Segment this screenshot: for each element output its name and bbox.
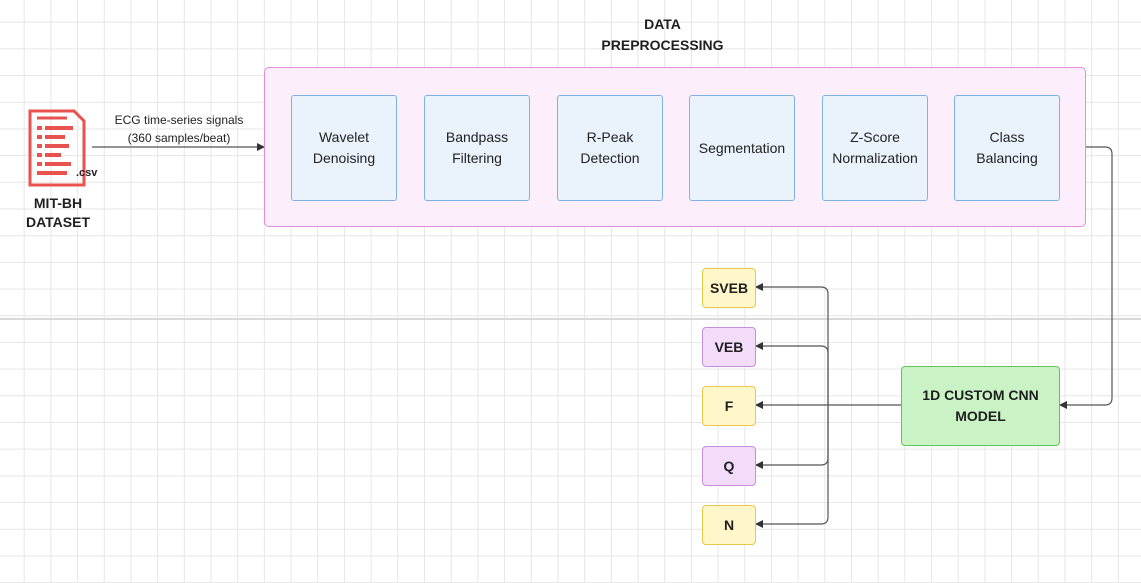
step-class-balancing[interactable]: Class Balancing [954, 95, 1060, 201]
document-icon[interactable] [27, 108, 87, 188]
preprocessing-title-line: DATA [644, 16, 681, 32]
step-bandpass-filtering[interactable]: Bandpass Filtering [424, 95, 530, 201]
model-label-line: 1D CUSTOM CNN [922, 387, 1039, 403]
step-label-line: R-Peak [586, 129, 634, 145]
step-label-line: Z-Score [850, 129, 900, 145]
input-edge-label: ECG time-series signals (360 samples/bea… [100, 111, 258, 147]
edge-model-to-sveb [755, 283, 829, 405]
step-label-line: Bandpass [445, 129, 509, 145]
preprocessing-container[interactable] [264, 67, 1086, 227]
edge-preprocessing-to-model [1059, 146, 1113, 409]
class-label: SVEB [709, 280, 749, 296]
preprocessing-title-line: PREPROCESSING [601, 37, 724, 53]
step-r-peak-detection[interactable]: R-Peak Detection [557, 95, 663, 201]
step-label-line: Detection [580, 150, 640, 166]
cnn-model-node[interactable]: 1D CUSTOM CNN MODEL [901, 366, 1060, 446]
edge-model-to-q [755, 405, 829, 469]
dataset-label-line: DATASET [25, 214, 91, 230]
step-label-line: Segmentation [698, 139, 786, 156]
class-node-f[interactable]: F [702, 386, 756, 426]
class-node-q[interactable]: Q [702, 446, 756, 486]
dataset-label: MIT-BH DATASET [18, 194, 98, 232]
class-label: VEB [714, 339, 744, 355]
model-label-line: MODEL [955, 408, 1006, 424]
step-label-line: Wavelet [318, 129, 370, 145]
input-edge-label-line: (360 samples/beat) [127, 131, 231, 145]
file-extension-tag: .csv [76, 167, 98, 179]
input-edge-label-line: ECG time-series signals [114, 113, 244, 127]
step-label-line: Filtering [452, 150, 502, 166]
step-label-line: Normalization [832, 150, 918, 166]
edge-model-to-n [755, 405, 829, 528]
step-label-line: Denoising [312, 150, 376, 166]
preprocessing-title: DATA PREPROCESSING [560, 14, 765, 56]
class-label: Q [723, 458, 735, 474]
class-node-n[interactable]: N [702, 505, 756, 545]
step-segmentation[interactable]: Segmentation [689, 95, 795, 201]
class-node-sveb[interactable]: SVEB [702, 268, 756, 308]
step-wavelet-denoising[interactable]: Wavelet Denoising [291, 95, 397, 201]
class-label: F [724, 398, 734, 414]
dataset-label-line: MIT-BH [33, 195, 83, 211]
edge-model-to-veb [755, 342, 829, 405]
step-label-line: Balancing [976, 150, 1038, 166]
class-node-veb[interactable]: VEB [702, 327, 756, 367]
canvas-guide-line [0, 318, 1141, 320]
step-z-score-normalization[interactable]: Z-Score Normalization [822, 95, 928, 201]
step-label-line: Class [989, 129, 1025, 145]
class-label: N [723, 517, 735, 533]
